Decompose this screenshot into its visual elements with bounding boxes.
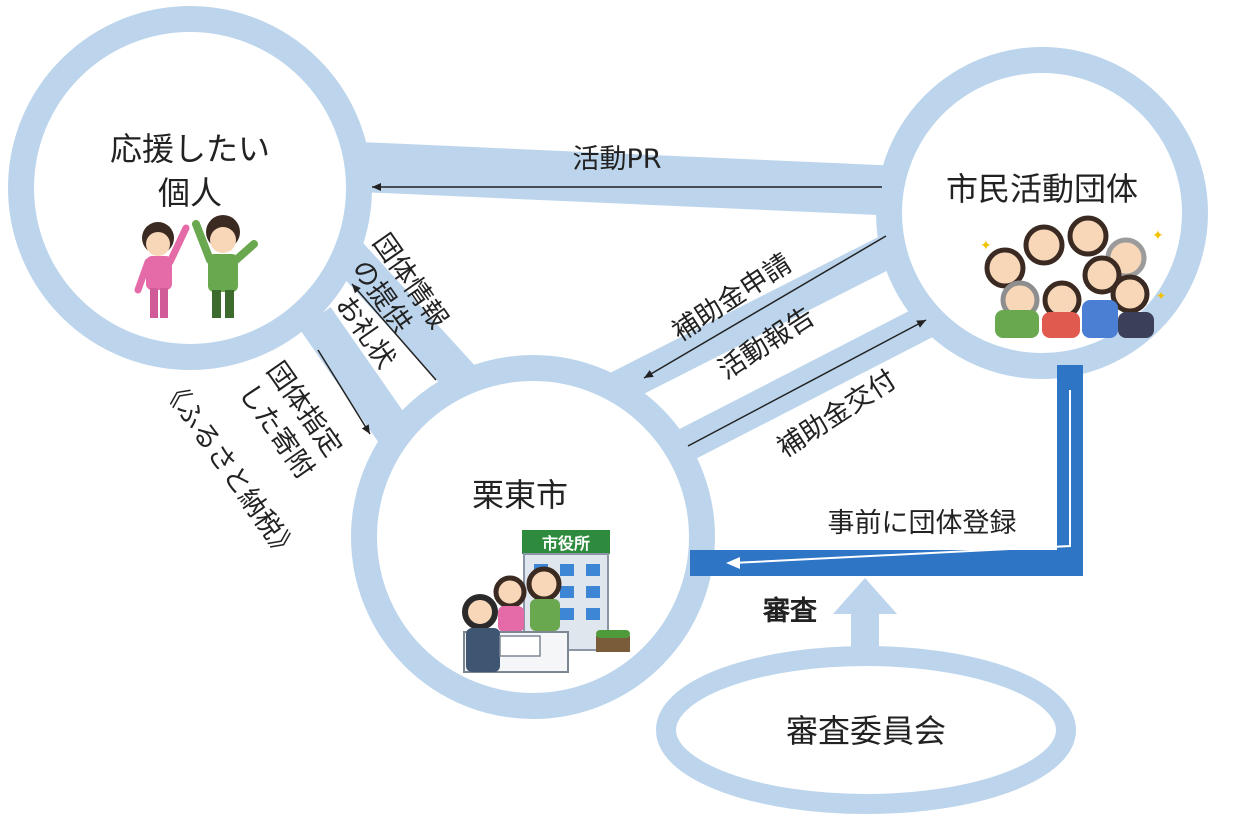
label-activity-pr: 活動PR xyxy=(572,144,661,175)
individual-title-line2: 個人 xyxy=(158,174,222,212)
band-info xyxy=(327,235,481,397)
arrow-donation xyxy=(317,349,371,435)
arrow-info xyxy=(351,283,437,381)
group-title: 市民活動団体 xyxy=(946,170,1138,208)
city-hall-illustration: 市役所 xyxy=(462,530,630,673)
label-review: 審査 xyxy=(762,596,817,627)
city-hall-sign: 市役所 xyxy=(542,534,590,553)
city-title: 栗東市 xyxy=(472,476,568,514)
cheering-individuals-illustration xyxy=(134,215,258,318)
svg-text:✦: ✦ xyxy=(1152,228,1164,244)
arrow-subsidy-apply xyxy=(643,235,887,379)
register-arrow-head xyxy=(726,557,740,569)
review-arrow xyxy=(833,578,897,660)
crowd-illustration: ✦ ✦ ✦ xyxy=(980,215,1166,338)
register-band xyxy=(690,365,1083,576)
flow-arrows xyxy=(317,183,927,447)
band-subsidy-apply xyxy=(602,224,918,408)
individual-title-line1: 応援したい xyxy=(110,130,270,168)
band-donation xyxy=(299,307,416,451)
node-individual xyxy=(8,6,372,370)
svg-text:✦: ✦ xyxy=(1156,289,1166,303)
arrow-subsidy-grant xyxy=(687,319,927,447)
svg-text:✦: ✦ xyxy=(980,238,992,254)
committee-title: 審査委員会 xyxy=(786,712,946,750)
band-pr xyxy=(360,142,900,216)
label-pre-registration: 事前に団体登録 xyxy=(828,508,1017,539)
